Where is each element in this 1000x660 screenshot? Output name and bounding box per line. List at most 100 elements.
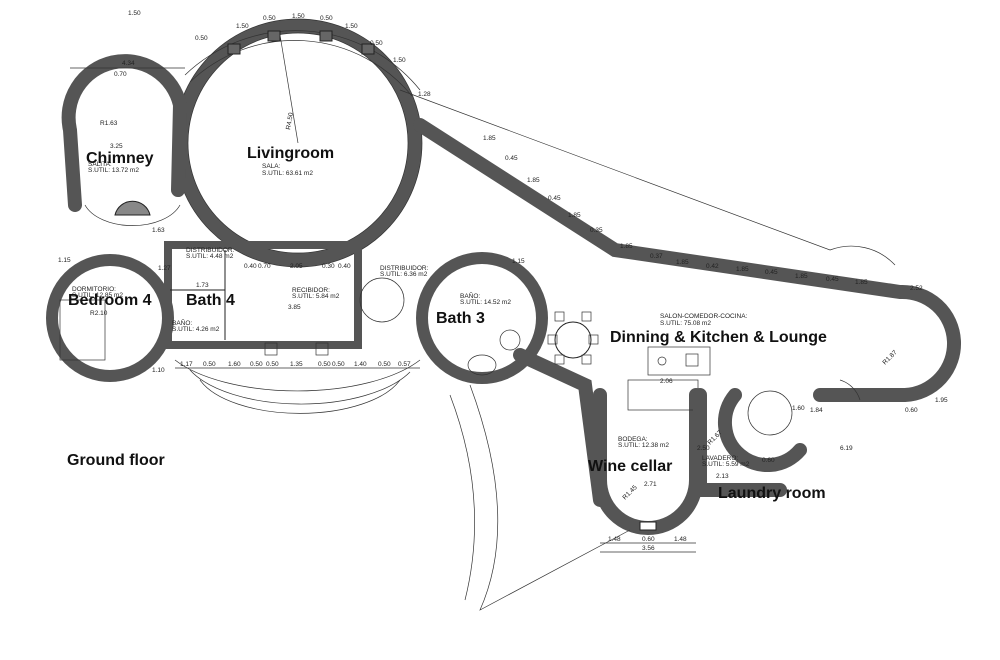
dim-bottom-2: 1.60 <box>228 361 241 368</box>
dim-bottom-5: 1.35 <box>290 361 303 368</box>
sink-icon <box>315 342 329 356</box>
dim-bottom-10: 0.57 <box>398 361 411 368</box>
dim-173: 1.73 <box>196 282 209 289</box>
livingroom-sub2: S.UTIL: 63.61 m2 <box>262 170 313 177</box>
dim-mid-1: 0.70 <box>258 263 271 270</box>
dim-arc-5: 0.50 <box>320 15 333 22</box>
laundry-walls <box>693 388 807 497</box>
dim-mid-2: 2.05 <box>290 263 303 270</box>
bath4-walls <box>164 241 421 414</box>
label-chimney: Chimney <box>86 150 154 167</box>
distrib2-sub2: S.UTIL: 6.36 m2 <box>380 271 428 278</box>
dim-213: 2.13 <box>716 473 729 480</box>
radius-dining: R1.87 <box>881 349 898 366</box>
dim-diag-10: 1.85 <box>736 266 749 273</box>
label-ground-floor: Ground floor <box>67 452 165 469</box>
sink-icon <box>264 342 278 356</box>
dim-bottom-3: 0.50 <box>250 361 263 368</box>
dim-mid-0: 0.40 <box>244 263 257 270</box>
dim-wine-1: 0.60 <box>642 536 655 543</box>
bed-icon <box>59 299 106 361</box>
label-wine-cellar: Wine cellar <box>588 458 672 475</box>
bedroom4-walls <box>46 254 174 382</box>
dim-127: 1.27 <box>158 265 171 272</box>
dim-250: 2.50 <box>697 445 710 452</box>
dim-bottom-0: 1.17 <box>180 361 193 368</box>
dim-diag-14: 1.85 <box>855 279 868 286</box>
stove-icon <box>685 353 699 367</box>
dim-arc-0: 1.50 <box>128 10 141 17</box>
dim-252: 2.52 <box>910 285 923 292</box>
bath3-walls <box>416 252 548 384</box>
dim-115b: 1.15 <box>512 258 525 265</box>
column <box>361 43 375 55</box>
dim-arc-7: 0.50 <box>370 40 383 47</box>
column <box>227 43 241 55</box>
label-laundry: Laundry room <box>718 485 826 502</box>
dim-arc-4: 1.50 <box>292 13 305 20</box>
dim-bottom-4: 0.50 <box>266 361 279 368</box>
recibidor-sub2: S.UTIL: 5.84 m2 <box>292 293 340 300</box>
radius-chimney: R1.63 <box>100 120 118 127</box>
distrib1-sub2: S.UTIL: 4.48 m2 <box>186 253 234 260</box>
dim-diag-8: 1.85 <box>676 259 689 266</box>
dim-diag-3: 0.45 <box>548 195 561 202</box>
dim-arc-1: 0.50 <box>195 35 208 42</box>
terrace-outline <box>469 384 631 611</box>
distrib1-sub1: DISTRIBUIDOR: <box>186 247 235 254</box>
dim-bottom-8: 1.40 <box>354 361 367 368</box>
dim-325: 3.25 <box>110 143 123 150</box>
dim-diag-7: 0.37 <box>650 253 663 260</box>
dim-diag-9: 0.42 <box>706 263 719 270</box>
bath3-sub1: BAÑO: <box>460 291 480 300</box>
dim-top-width: 4.34 <box>122 60 135 67</box>
laundry-sub1: LAVADERO: <box>702 455 738 462</box>
radius-wine: R1.45 <box>621 484 638 501</box>
column <box>319 30 333 42</box>
distrib2-sub1: DISTRIBUIDOR: <box>380 265 429 272</box>
dim-060: 0.60 <box>905 407 918 414</box>
dim-128: 1.28 <box>418 91 431 98</box>
dim-110: 1.10 <box>152 367 165 374</box>
dim-115: 1.15 <box>58 257 71 264</box>
dim-160: 1.60 <box>792 405 805 412</box>
dim-385: 3.85 <box>288 304 301 311</box>
dim-diag-13: 0.45 <box>826 276 839 283</box>
spiral-stair <box>359 277 405 323</box>
dim-bottom-1: 0.50 <box>203 361 216 368</box>
dim-195: 1.95 <box>935 397 948 404</box>
dim-diag-5: 0.35 <box>590 227 603 234</box>
dining-sub1: SALON-COMEDOR-COCINA: <box>660 313 748 320</box>
diagonal-dimensions: 1.850.451.850.451.850.351.850.371.850.42… <box>483 135 868 286</box>
dim-wine-2: 1.48 <box>674 536 687 543</box>
sink-icon <box>499 329 521 351</box>
column <box>267 30 281 42</box>
dining-table <box>547 311 599 365</box>
bath4-sub1: BAÑO: <box>172 318 192 327</box>
dim-arc-6: 1.50 <box>345 23 358 30</box>
label-livingroom: Livingroom <box>247 145 334 162</box>
dim-arc-8: 1.50 <box>393 57 406 64</box>
bedroom4-sub2: S.UTIL: 12.85 m2 <box>72 292 123 299</box>
label-dining: Dinning & Kitchen & Lounge <box>610 329 827 346</box>
wine-sub1: BODEGA: <box>618 436 648 443</box>
spiral-stair <box>747 390 793 436</box>
livingroom-sub1: SALA: <box>262 163 281 170</box>
dim-bottom-7: 0.50 <box>332 361 345 368</box>
recibidor-sub1: RECIBIDOR: <box>292 287 330 294</box>
dim-356: 3.56 <box>642 545 655 552</box>
dim-mid-3: 0.30 <box>322 263 335 270</box>
dining-sub2: S.UTIL: 75.08 m2 <box>660 320 711 327</box>
label-bath3: Bath 3 <box>436 310 485 327</box>
bedroom4-sub1: DORMITORIO: <box>72 286 116 293</box>
dim-diag-1: 0.45 <box>505 155 518 162</box>
dim-070: 0.70 <box>114 71 127 78</box>
dim-wine-0: 1.48 <box>608 536 621 543</box>
chimney-walls <box>61 54 188 226</box>
dim-bottom-9: 0.50 <box>378 361 391 368</box>
wine-cellar-walls <box>593 379 703 535</box>
livingroom-walls <box>173 18 423 268</box>
bath4-sub2: S.UTIL: 4.26 m2 <box>172 326 220 333</box>
label-bedroom4: Bedroom 4 <box>68 292 152 309</box>
